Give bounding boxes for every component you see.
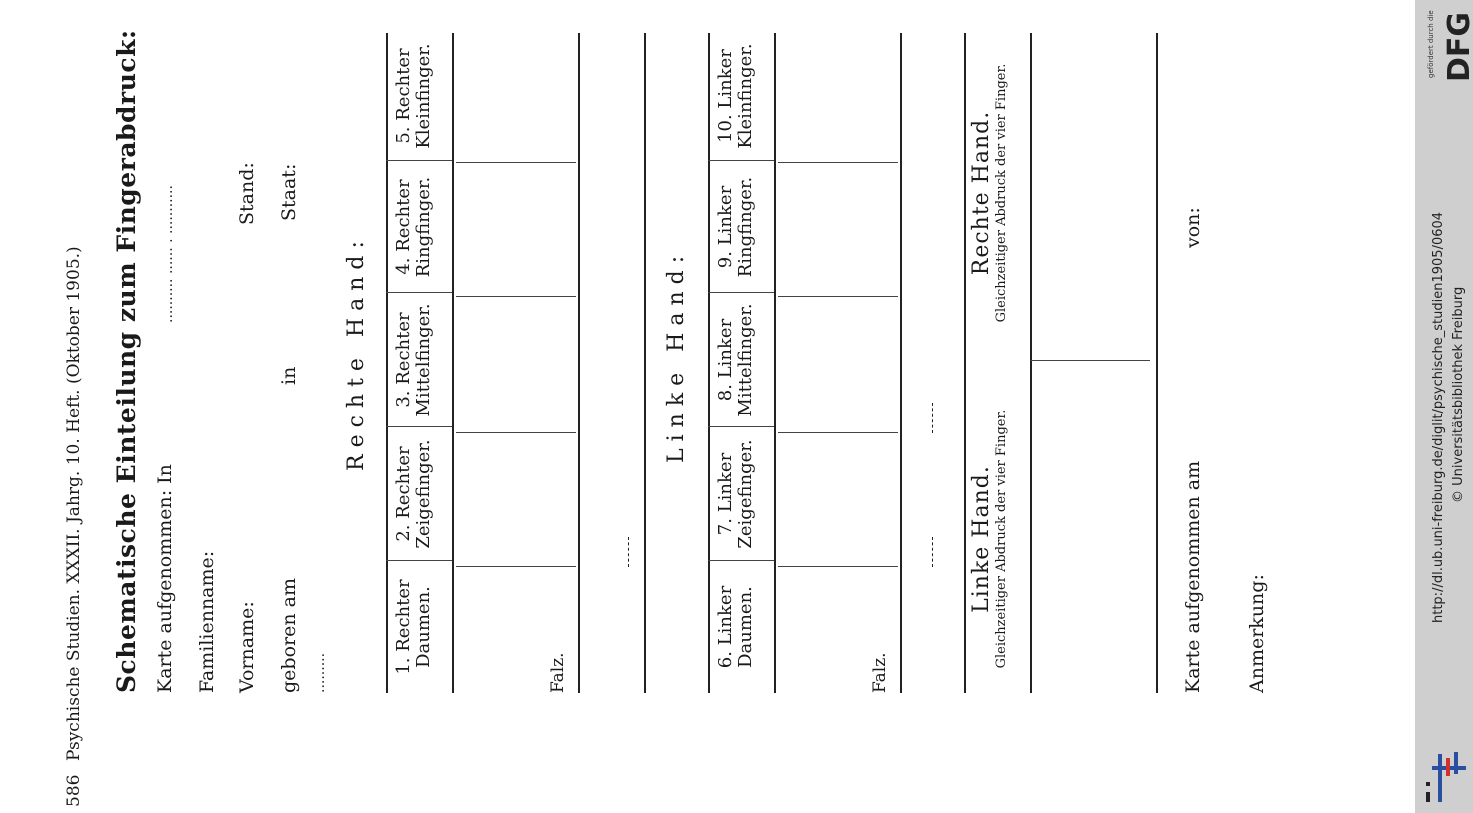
table-top-rule xyxy=(386,33,388,693)
col-divider xyxy=(386,160,452,161)
source-url[interactable]: http://dl.ub.uni-freiburg.de/diglit/psyc… xyxy=(1431,211,1446,623)
col-divider xyxy=(386,560,452,561)
col-divider xyxy=(708,560,774,561)
form-title: Schematische Einteilung zum Fingerabdruc… xyxy=(112,29,141,693)
dfg-small-text: gefördert durch die xyxy=(1427,10,1435,78)
dash-mark xyxy=(628,537,629,567)
print-divider xyxy=(456,566,576,567)
table-header-rule xyxy=(452,33,454,693)
dfg-logo: gefördert durch die DFG xyxy=(1425,0,1473,90)
field-in: in xyxy=(278,366,300,385)
print-divider xyxy=(456,432,576,433)
copyright-text: © Universitätsbibliothek Freiburg xyxy=(1451,286,1466,503)
field-karte-in-dots: .......... ...... . ........... xyxy=(160,185,176,323)
field-staat: Staat: xyxy=(278,163,300,221)
field-karte-in: Karte aufgenommen: In xyxy=(154,464,176,693)
section-rule xyxy=(644,33,646,693)
falz-rule-2 xyxy=(900,33,902,693)
field-stand: Stand: xyxy=(236,162,258,225)
ub-freiburg-logo-icon xyxy=(1424,748,1468,804)
dash-mark xyxy=(932,537,933,567)
left-hand-heading: Linke Hand: xyxy=(664,248,689,463)
col-divider xyxy=(386,292,452,293)
col-divider xyxy=(708,160,774,161)
running-head: Psychische Studien. XXXII. Jahrg. 10. He… xyxy=(64,246,84,761)
simul-divider xyxy=(1030,360,1150,361)
dfg-text: DFG xyxy=(1442,12,1473,82)
field-anmerkung: Anmerkung: xyxy=(1246,574,1268,693)
falz-label-left: Falz. xyxy=(870,652,890,693)
table2-top-rule xyxy=(708,33,710,693)
page-number: 586 xyxy=(64,774,84,807)
print-divider xyxy=(778,566,898,567)
print-divider xyxy=(456,296,576,297)
print-divider xyxy=(778,162,898,163)
simul-left-label: Linke Hand. Gleichzeitiger Abdruck der v… xyxy=(969,409,1009,669)
simul-rule xyxy=(1030,33,1032,693)
falz-rule xyxy=(578,33,580,693)
field-vorname: Vorname: xyxy=(236,601,258,693)
table2-header-rule xyxy=(774,33,776,693)
field-familienname: Familienname: xyxy=(196,550,218,693)
print-divider xyxy=(778,432,898,433)
section-rule-2 xyxy=(964,33,966,693)
col-divider xyxy=(708,292,774,293)
field-geboren: geboren am xyxy=(278,578,300,693)
print-divider xyxy=(456,162,576,163)
simul-right-label: Rechte Hand. Gleichzeitiger Abdruck der … xyxy=(969,63,1009,323)
field-karte-am: Karte aufgenommen am xyxy=(1182,460,1204,693)
provenance-sidebar xyxy=(1415,0,1473,813)
field-von: von: xyxy=(1182,207,1204,248)
right-hand-heading: Rechte Hand: xyxy=(344,234,369,471)
col-divider xyxy=(386,426,452,427)
falz-label-right: Falz. xyxy=(548,652,568,693)
rotated-page-content: 586 Psychische Studien. XXXII. Jahrg. 10… xyxy=(0,29,1420,813)
field-dots-short: ......... xyxy=(312,652,328,693)
print-divider xyxy=(778,296,898,297)
col-divider xyxy=(708,426,774,427)
dash-mark xyxy=(932,403,933,433)
simul-bottom-rule xyxy=(1156,33,1158,693)
